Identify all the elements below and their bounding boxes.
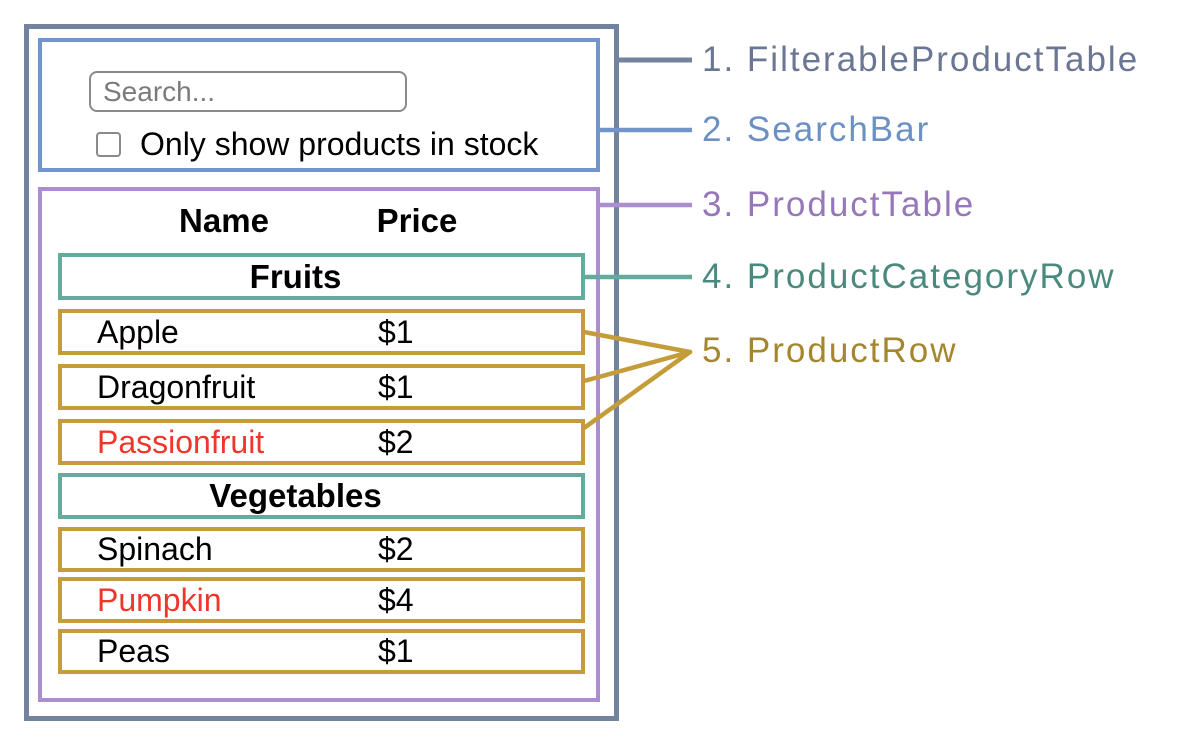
product-price: $4 bbox=[378, 581, 414, 618]
product-name: Spinach bbox=[97, 531, 213, 567]
category-label: Vegetables bbox=[209, 477, 382, 514]
product-row-passionfruit: Passionfruit $2 bbox=[58, 419, 585, 465]
product-row-dragonfruit: Dragonfruit $1 bbox=[58, 364, 585, 410]
product-price: $1 bbox=[378, 633, 414, 669]
product-price: $1 bbox=[378, 313, 414, 350]
in-stock-checkbox-label: Only show products in stock bbox=[140, 126, 539, 162]
product-name: Peas bbox=[97, 633, 170, 669]
product-row-peas: Peas $1 bbox=[58, 629, 585, 674]
in-stock-checkbox[interactable] bbox=[96, 132, 121, 157]
product-price: $2 bbox=[378, 531, 414, 567]
label-product-row: 5. ProductRow bbox=[702, 331, 958, 370]
product-row-pumpkin: Pumpkin $4 bbox=[58, 577, 585, 623]
label-filterable-product-table: 1. FilterableProductTable bbox=[702, 40, 1140, 79]
label-product-table: 3. ProductTable bbox=[702, 185, 976, 224]
column-header-name: Name bbox=[179, 202, 269, 239]
category-row-fruits: Fruits bbox=[58, 253, 585, 300]
product-name: Pumpkin bbox=[97, 581, 222, 618]
product-name: Passionfruit bbox=[97, 423, 265, 460]
category-label: Fruits bbox=[249, 257, 342, 295]
label-search-bar: 2. SearchBar bbox=[702, 110, 931, 149]
product-name: Apple bbox=[97, 313, 179, 350]
search-input[interactable] bbox=[89, 71, 407, 112]
stock-filter-row: Only show products in stock bbox=[96, 126, 538, 163]
category-row-vegetables: Vegetables bbox=[58, 473, 585, 519]
product-row-apple: Apple $1 bbox=[58, 309, 585, 355]
product-price: $2 bbox=[378, 423, 414, 460]
product-table-outline: Name Price Fruits Apple $1 Dragonfruit $… bbox=[38, 187, 600, 702]
product-row-spinach: Spinach $2 bbox=[58, 527, 585, 572]
product-name: Dragonfruit bbox=[97, 368, 256, 405]
column-header-price: Price bbox=[376, 202, 458, 239]
product-price: $1 bbox=[378, 368, 414, 405]
search-bar-outline: Only show products in stock bbox=[38, 38, 600, 172]
label-product-category-row: 4. ProductCategoryRow bbox=[702, 257, 1116, 296]
